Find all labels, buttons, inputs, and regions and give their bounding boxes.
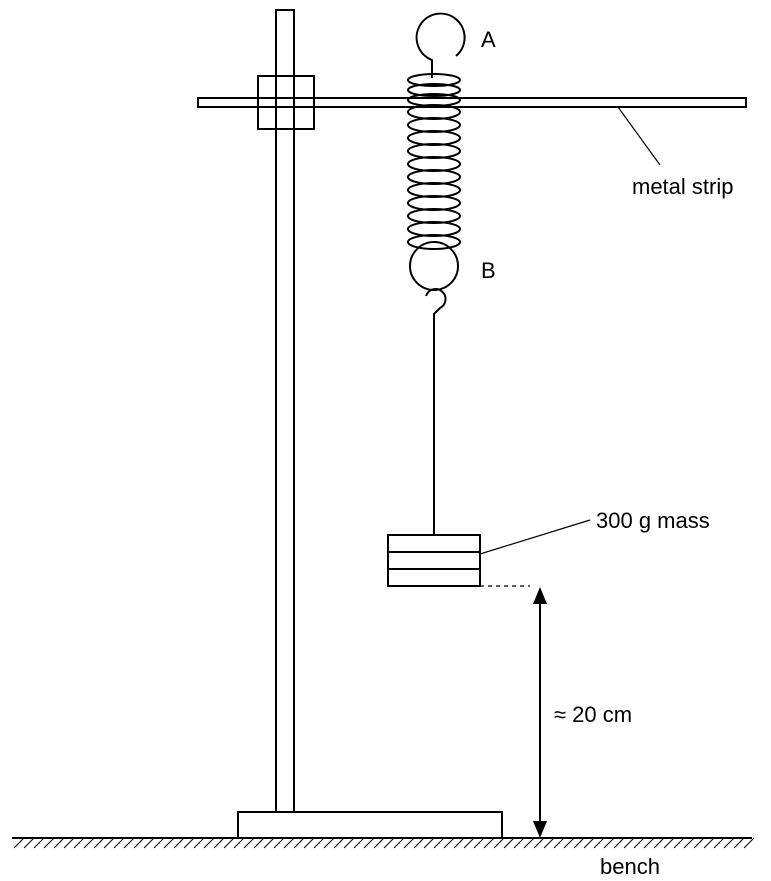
bench-hatch-line bbox=[243, 837, 255, 849]
bench-hatch-line bbox=[563, 837, 575, 849]
bench-hatch-line bbox=[733, 837, 745, 849]
label-metal-strip: metal strip bbox=[632, 174, 733, 199]
bench-hatch-line bbox=[313, 837, 325, 849]
bench-hatch-line bbox=[513, 837, 525, 849]
bench-hatch-line bbox=[423, 837, 435, 849]
bench-hatch-line bbox=[503, 837, 515, 849]
bench-hatch-line bbox=[263, 837, 275, 849]
bench-hatch-line bbox=[703, 837, 715, 849]
hook bbox=[425, 288, 447, 320]
bench-hatch-line bbox=[253, 837, 265, 849]
bench-hatch-line bbox=[183, 837, 195, 849]
label-bench: bench bbox=[600, 854, 660, 879]
bench-hatch-line bbox=[623, 837, 635, 849]
bench-hatch-line bbox=[433, 837, 445, 849]
bench-hatch-line bbox=[223, 837, 235, 849]
bench-hatch-line bbox=[73, 837, 85, 849]
bench-hatch-line bbox=[713, 837, 725, 849]
bench-hatching bbox=[13, 837, 755, 849]
bench-hatch-line bbox=[203, 837, 215, 849]
label-mass: 300 g mass bbox=[596, 508, 710, 533]
label-height: ≈ 20 cm bbox=[554, 702, 632, 727]
bench-hatch-line bbox=[53, 837, 65, 849]
bench-hatch-line bbox=[323, 837, 335, 849]
boss-clamp bbox=[257, 75, 315, 130]
bench-hatch-line bbox=[173, 837, 185, 849]
bench-hatch-line bbox=[643, 837, 655, 849]
bench-hatch-line bbox=[93, 837, 105, 849]
bench-hatch-line bbox=[43, 837, 55, 849]
bench-hatch-line bbox=[23, 837, 35, 849]
bench-hatch-line bbox=[363, 837, 375, 849]
bench-hatch-line bbox=[13, 837, 25, 849]
stand-base bbox=[237, 811, 503, 839]
bench-hatch-line bbox=[83, 837, 95, 849]
bench-hatch-line bbox=[213, 837, 225, 849]
bench-hatch-line bbox=[613, 837, 625, 849]
spring-top-loop-a bbox=[415, 12, 466, 78]
height-arrow bbox=[533, 587, 547, 838]
bench-hatch-line bbox=[163, 837, 175, 849]
bench-hatch-line bbox=[333, 837, 345, 849]
bench-hatch-line bbox=[383, 837, 395, 849]
bench-hatch-line bbox=[723, 837, 735, 849]
bench-hatch-line bbox=[233, 837, 245, 849]
bench-hatch-line bbox=[663, 837, 675, 849]
bench-hatch-line bbox=[133, 837, 145, 849]
bench-hatch-line bbox=[583, 837, 595, 849]
bench-hatch-line bbox=[483, 837, 495, 849]
bench-hatch-line bbox=[63, 837, 75, 849]
bench-hatch-line bbox=[593, 837, 605, 849]
bench-hatch-line bbox=[473, 837, 485, 849]
bench-hatch-line bbox=[693, 837, 705, 849]
metal-strip bbox=[197, 97, 747, 108]
bench-hatch-line bbox=[573, 837, 585, 849]
bench-hatch-line bbox=[533, 837, 545, 849]
bench-hatch-line bbox=[143, 837, 155, 849]
bench-hatch-line bbox=[33, 837, 45, 849]
metal-strip-leader bbox=[617, 106, 661, 166]
bench-hatch-line bbox=[283, 837, 295, 849]
bench-hatch-line bbox=[123, 837, 135, 849]
bench-hatch-line bbox=[523, 837, 535, 849]
bench-hatch-line bbox=[393, 837, 405, 849]
bench-hatch-line bbox=[453, 837, 465, 849]
stand-rod bbox=[275, 9, 295, 813]
bench-hatch-line bbox=[553, 837, 565, 849]
bench-hatch-line bbox=[353, 837, 365, 849]
bench-hatch-line bbox=[493, 837, 505, 849]
bench-hatch-line bbox=[633, 837, 645, 849]
bench-hatch-line bbox=[743, 837, 755, 849]
bench-hatch-line bbox=[153, 837, 165, 849]
bench-hatch-line bbox=[113, 837, 125, 849]
bench-hatch-line bbox=[193, 837, 205, 849]
bench-hatch-line bbox=[683, 837, 695, 849]
bench-hatch-line bbox=[653, 837, 665, 849]
bench-hatch-line bbox=[303, 837, 315, 849]
bench-hatch-line bbox=[443, 837, 455, 849]
label-a: A bbox=[481, 27, 496, 52]
bench-hatch-line bbox=[343, 837, 355, 849]
bench-hatch-line bbox=[273, 837, 285, 849]
bench-hatch-line bbox=[403, 837, 415, 849]
mass-leader bbox=[479, 519, 591, 555]
label-b: B bbox=[481, 258, 496, 283]
bench-hatch-line bbox=[673, 837, 685, 849]
bench-hatch-line bbox=[413, 837, 425, 849]
slotted-masses bbox=[387, 534, 481, 587]
bench-hatch-line bbox=[603, 837, 615, 849]
bench-hatch-line bbox=[103, 837, 115, 849]
bench-hatch-line bbox=[463, 837, 475, 849]
spring-coils bbox=[407, 73, 461, 250]
bench-hatch-line bbox=[293, 837, 305, 849]
bench-hatch-line bbox=[373, 837, 385, 849]
bench-hatch-line bbox=[543, 837, 555, 849]
spring bbox=[407, 12, 466, 291]
